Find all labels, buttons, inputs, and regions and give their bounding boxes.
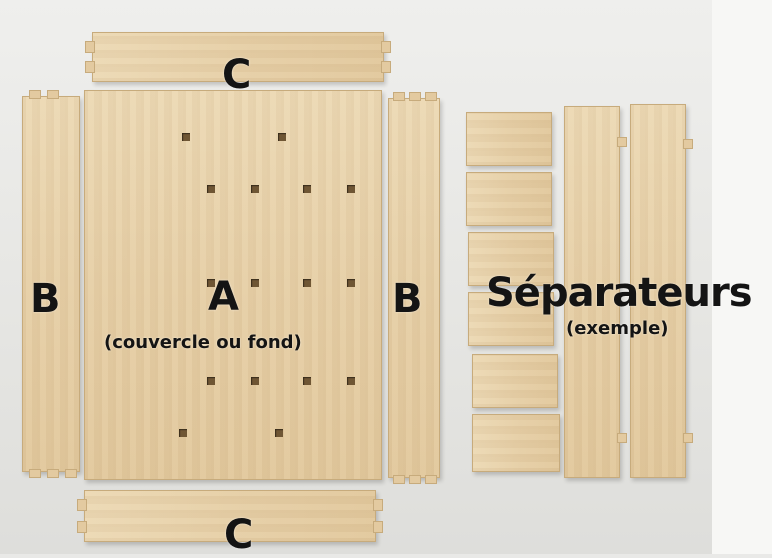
slot-hole <box>251 377 259 385</box>
slot-hole <box>347 185 355 193</box>
finger-joint <box>409 475 421 484</box>
finger-joint <box>683 433 693 443</box>
slot-hole <box>251 185 259 193</box>
finger-joint <box>29 90 41 99</box>
slot-hole <box>182 133 190 141</box>
finger-joint <box>29 469 41 478</box>
separator-piece <box>472 414 560 472</box>
label-b-left: B <box>30 276 61 322</box>
finger-joint <box>381 61 391 73</box>
finger-joint <box>47 90 59 99</box>
finger-joint <box>381 41 391 53</box>
slot-hole <box>303 279 311 287</box>
slot-hole <box>303 377 311 385</box>
slot-hole <box>347 377 355 385</box>
finger-joint <box>373 499 383 511</box>
finger-joint <box>77 499 87 511</box>
label-c-bottom: C <box>224 512 253 558</box>
label-b-right: B <box>392 276 423 322</box>
slot-hole <box>275 429 283 437</box>
separator-piece <box>466 172 552 226</box>
finger-joint <box>393 475 405 484</box>
finger-joint <box>683 139 693 149</box>
label-a-subtitle: (couvercle ou fond) <box>104 332 302 353</box>
separator-piece <box>472 354 558 408</box>
finger-joint <box>425 475 437 484</box>
slot-hole <box>251 279 259 287</box>
label-separators: Séparateurs <box>486 270 752 316</box>
finger-joint <box>47 469 59 478</box>
label-separators-subtitle: (exemple) <box>566 318 669 339</box>
slot-hole <box>347 279 355 287</box>
slot-hole <box>207 185 215 193</box>
slot-hole <box>303 185 311 193</box>
finger-joint <box>373 521 383 533</box>
finger-joint <box>409 92 421 101</box>
finger-joint <box>617 137 627 147</box>
finger-joint <box>77 521 87 533</box>
slot-hole <box>179 429 187 437</box>
finger-joint <box>85 41 95 53</box>
finger-joint <box>393 92 405 101</box>
finger-joint <box>425 92 437 101</box>
finger-joint <box>85 61 95 73</box>
finger-joint <box>65 469 77 478</box>
label-c-top: C <box>222 52 251 98</box>
separator-piece <box>466 112 552 166</box>
label-a: A <box>208 274 239 320</box>
slot-hole <box>278 133 286 141</box>
slot-hole <box>207 377 215 385</box>
finger-joint <box>617 433 627 443</box>
